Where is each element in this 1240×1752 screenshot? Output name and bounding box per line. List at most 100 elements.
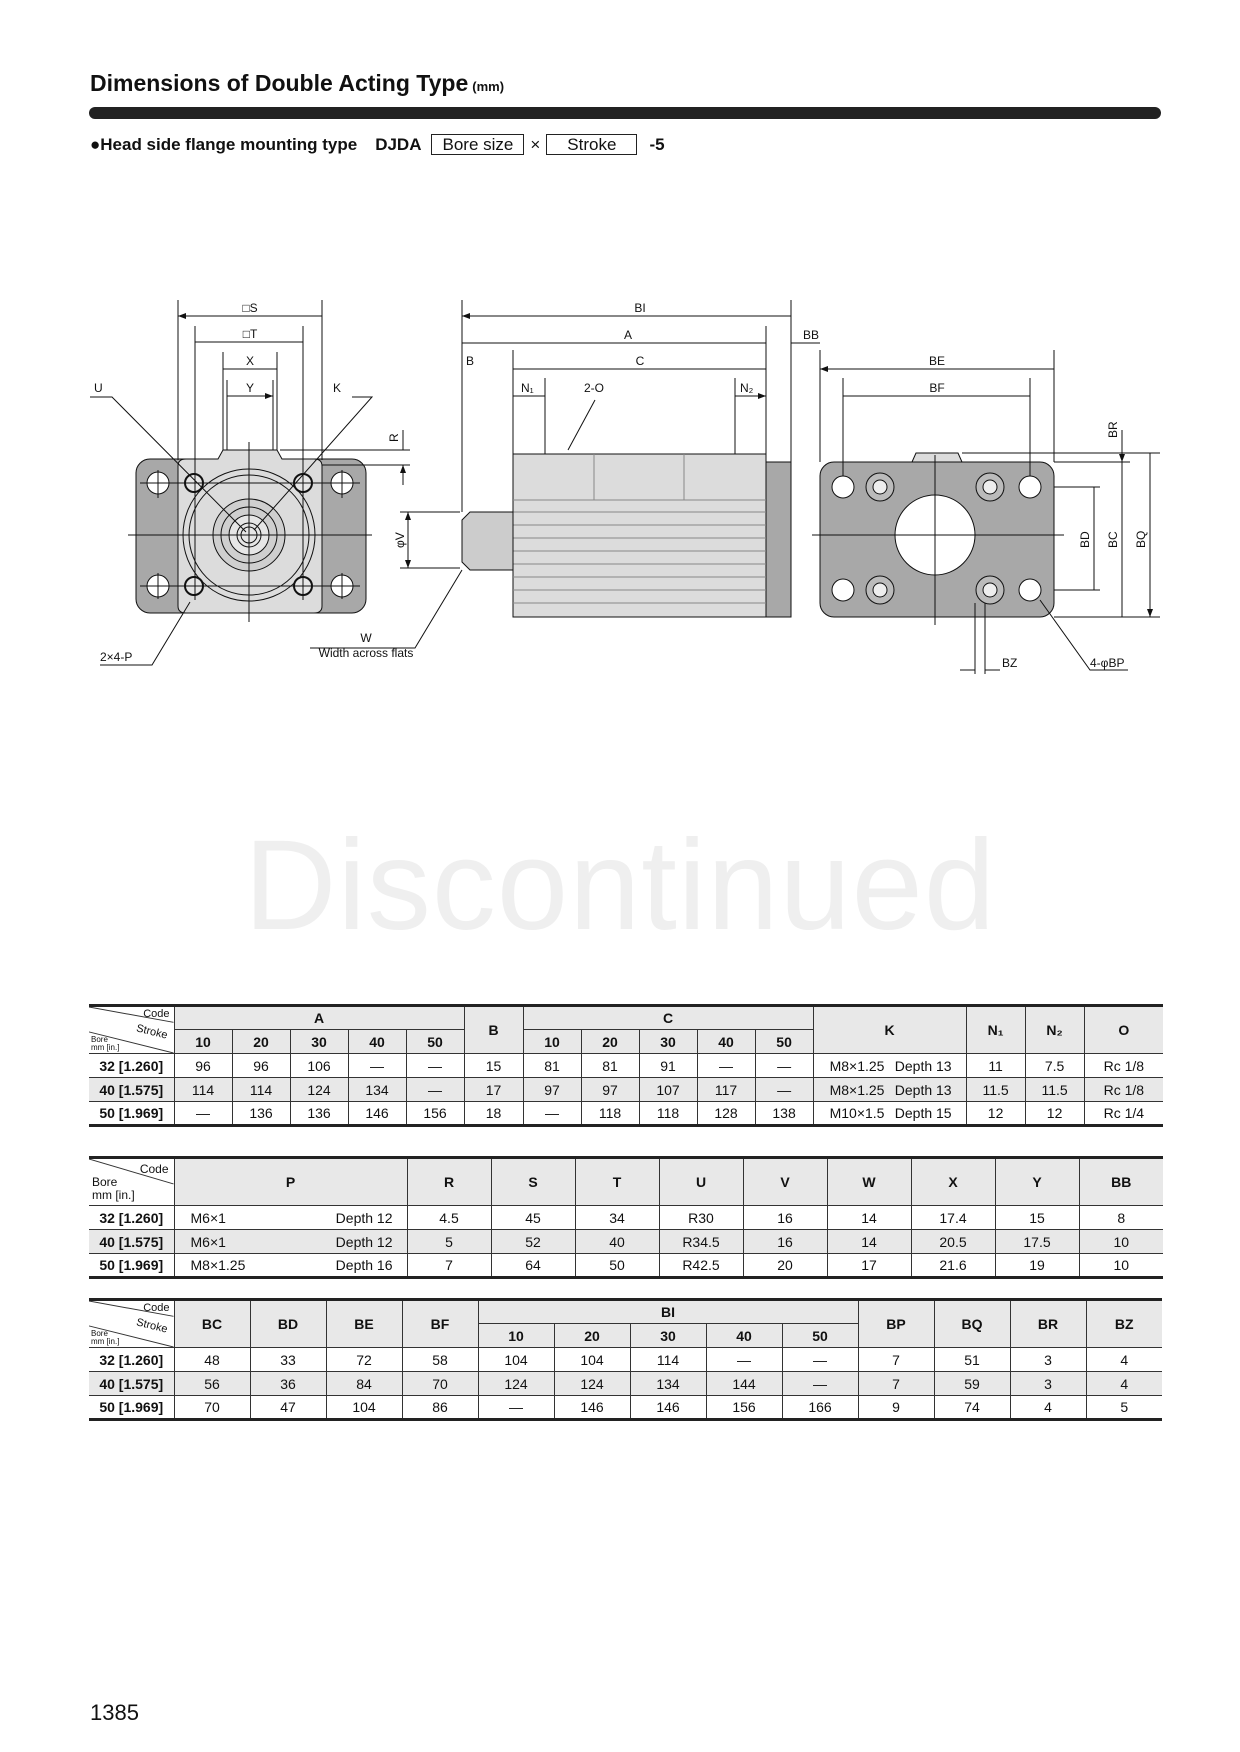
column-header: BF bbox=[401, 1299, 479, 1348]
table-cell: — bbox=[173, 1101, 233, 1126]
table-cell: 4.5 bbox=[406, 1205, 492, 1230]
table-cell: 40 bbox=[574, 1229, 660, 1254]
table-cell: 17.4 bbox=[910, 1205, 996, 1230]
svg-text:BF: BF bbox=[929, 381, 944, 395]
column-header: BQ bbox=[933, 1299, 1011, 1348]
table-cell: 128 bbox=[696, 1101, 756, 1126]
stroke-header: 40 bbox=[347, 1029, 407, 1054]
table-cell: 96 bbox=[231, 1053, 291, 1078]
table-cell: 97 bbox=[580, 1077, 640, 1102]
table-cell: — bbox=[405, 1077, 465, 1102]
column-header: V bbox=[742, 1157, 828, 1206]
table-cell: 81 bbox=[522, 1053, 582, 1078]
table-cell: 118 bbox=[638, 1101, 698, 1126]
table-cell: Rc 1/4 bbox=[1083, 1101, 1164, 1126]
table-cell: — bbox=[477, 1395, 555, 1420]
table-cell: — bbox=[347, 1053, 407, 1078]
table-cell: 3 bbox=[1009, 1347, 1087, 1372]
table-cell: 84 bbox=[325, 1371, 403, 1396]
svg-text:BQ: BQ bbox=[1134, 531, 1148, 548]
svg-text:BD: BD bbox=[1078, 531, 1092, 548]
table-cell: 7.5 bbox=[1024, 1053, 1085, 1078]
column-header: R bbox=[406, 1157, 492, 1206]
table-cell: 11.5 bbox=[1024, 1077, 1085, 1102]
thread-size: M8×1.25 bbox=[829, 1081, 885, 1098]
stroke-header: 30 bbox=[638, 1029, 698, 1054]
table-cell: 156 bbox=[705, 1395, 783, 1420]
table-cell: — bbox=[696, 1053, 756, 1078]
table-cell: 4 bbox=[1085, 1371, 1163, 1396]
svg-text:4-φBP: 4-φBP bbox=[1090, 656, 1124, 670]
stroke-header: 50 bbox=[781, 1323, 859, 1348]
table-cell: 74 bbox=[933, 1395, 1011, 1420]
stroke-header: 10 bbox=[174, 1029, 233, 1054]
column-header: BR bbox=[1009, 1299, 1087, 1348]
table-cell: 58 bbox=[401, 1347, 479, 1372]
stroke-box: Stroke bbox=[546, 134, 638, 155]
thread-depth: Depth 15 bbox=[894, 1105, 952, 1121]
bore-cell: 32 [1.260] bbox=[89, 1053, 175, 1078]
table-cell: 21.6 bbox=[910, 1253, 996, 1278]
table-cell: 107 bbox=[638, 1077, 698, 1102]
table-cell: 45 bbox=[490, 1205, 576, 1230]
svg-text:N₂: N₂ bbox=[740, 381, 754, 395]
table-cell: 17.5 bbox=[994, 1229, 1080, 1254]
thread-size: M6×1 bbox=[190, 1209, 226, 1226]
table-cell: 146 bbox=[629, 1395, 707, 1420]
table-cell: 96 bbox=[173, 1053, 233, 1078]
stroke-header: 10 bbox=[522, 1029, 582, 1054]
column-header: BE bbox=[325, 1299, 403, 1348]
table-cell: 91 bbox=[638, 1053, 698, 1078]
thread-cell: M6×1 Depth 12 bbox=[173, 1205, 408, 1230]
svg-text:B: B bbox=[466, 354, 474, 368]
column-header: BB bbox=[1078, 1157, 1163, 1206]
table-cell: 56 bbox=[173, 1371, 251, 1396]
table-cell: 17 bbox=[826, 1253, 912, 1278]
table-cell: 70 bbox=[173, 1395, 251, 1420]
svg-text:BE: BE bbox=[929, 354, 945, 368]
table-cell: 50 bbox=[574, 1253, 660, 1278]
table-cell: 5 bbox=[1085, 1395, 1163, 1420]
table-cell: 114 bbox=[173, 1077, 233, 1102]
table-cell: 136 bbox=[231, 1101, 291, 1126]
thread-size: M8×1.25 bbox=[829, 1057, 885, 1074]
table-cell: 15 bbox=[994, 1205, 1080, 1230]
bore-cell: 50 [1.969] bbox=[89, 1101, 175, 1126]
bore-size-box: Bore size bbox=[431, 134, 525, 155]
table-cell: 20.5 bbox=[910, 1229, 996, 1254]
svg-text:X: X bbox=[246, 354, 254, 368]
column-header: BC bbox=[173, 1299, 251, 1348]
table-cell: 97 bbox=[522, 1077, 582, 1102]
svg-text:K: K bbox=[333, 381, 341, 395]
table-cell: 72 bbox=[325, 1347, 403, 1372]
table-cell: 12 bbox=[965, 1101, 1026, 1126]
table-cell: 136 bbox=[289, 1101, 349, 1126]
stroke-header: 40 bbox=[705, 1323, 783, 1348]
column-header: BI bbox=[477, 1299, 859, 1324]
table-cell: 81 bbox=[580, 1053, 640, 1078]
thread-depth: Depth 13 bbox=[894, 1057, 952, 1074]
table-cell: 8 bbox=[1078, 1205, 1163, 1230]
table-cell: 4 bbox=[1009, 1395, 1087, 1420]
stroke-header: 50 bbox=[405, 1029, 465, 1054]
thread-cell: M8×1.25 Depth 13 bbox=[812, 1077, 967, 1102]
table-cell: — bbox=[522, 1101, 582, 1126]
table-cell: — bbox=[405, 1053, 465, 1078]
column-header: U bbox=[658, 1157, 744, 1206]
table-cell: 14 bbox=[826, 1229, 912, 1254]
thread-depth: Depth 13 bbox=[894, 1081, 952, 1098]
discontinued-watermark: Discontinued bbox=[244, 814, 996, 957]
table-cell: 117 bbox=[696, 1077, 756, 1102]
bore-cell: 50 [1.969] bbox=[89, 1395, 175, 1420]
table-cell: 70 bbox=[401, 1371, 479, 1396]
thread-depth: Depth 12 bbox=[335, 1209, 393, 1226]
